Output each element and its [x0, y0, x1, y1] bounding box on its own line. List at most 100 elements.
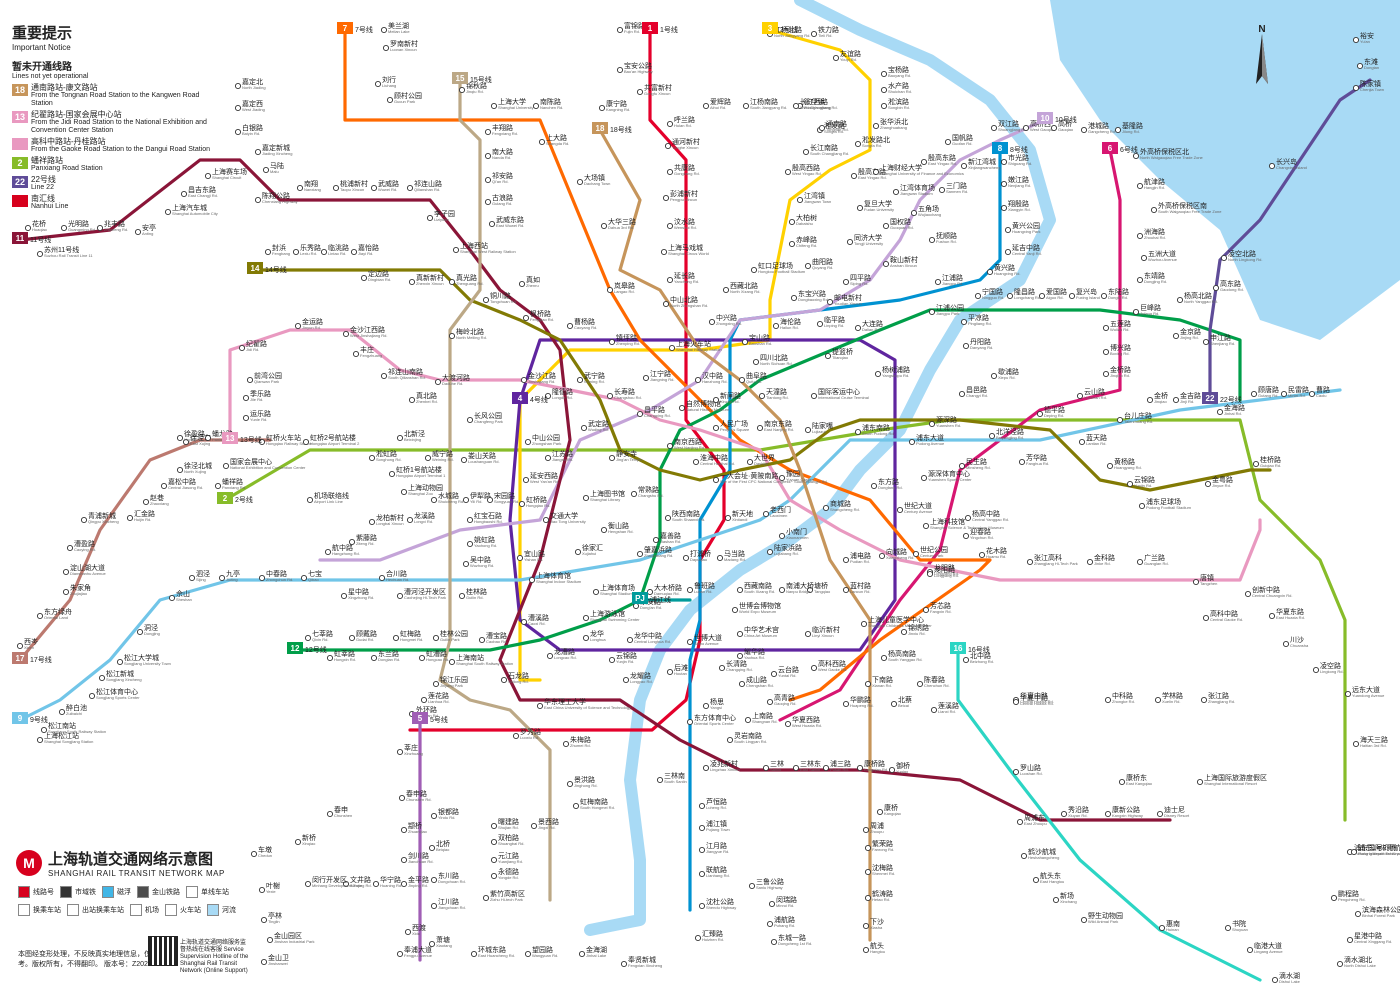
metro-line-7[interactable]: [343, 28, 992, 702]
metro-line-22[interactable]: [1208, 78, 1372, 402]
metro-line-18[interactable]: [598, 128, 872, 942]
metro-line-6[interactable]: [778, 148, 1122, 722]
metro-line-13[interactable]: [228, 328, 1262, 582]
metro-line-4[interactable]: [508, 338, 897, 652]
